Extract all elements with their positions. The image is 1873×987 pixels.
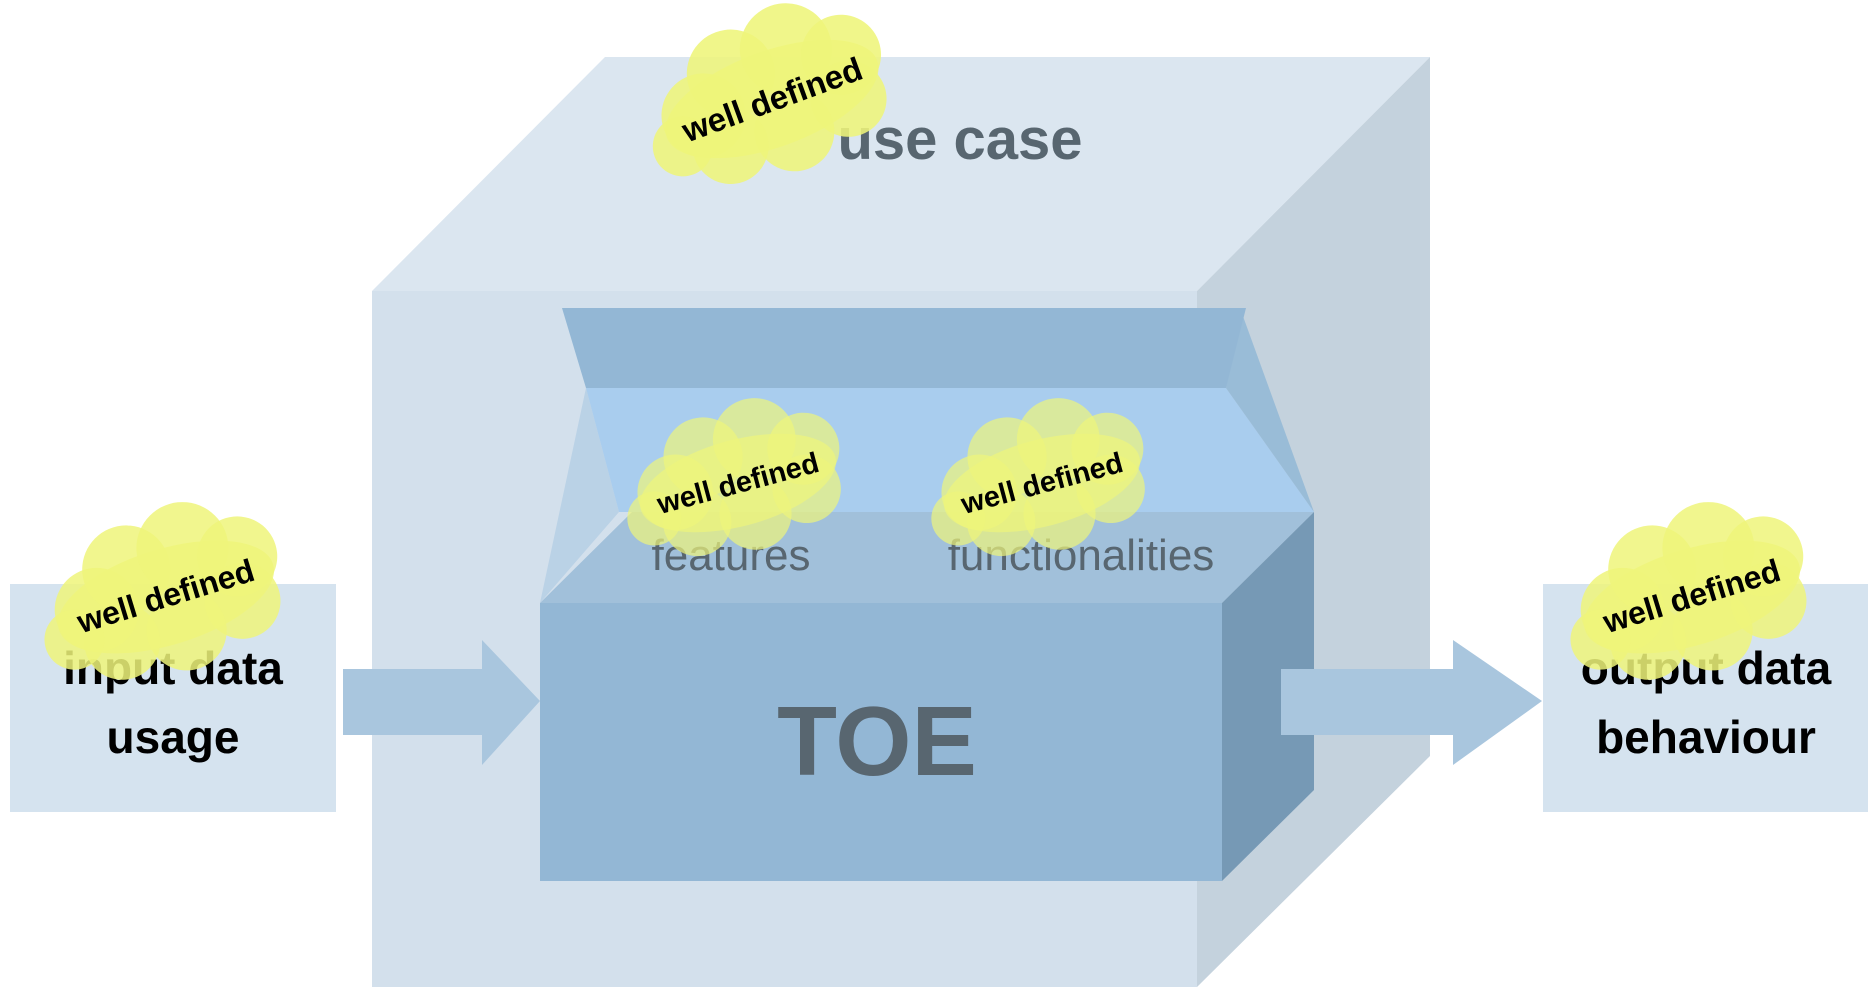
- use-case-cube-top: [372, 57, 1430, 291]
- toe-box: [540, 308, 1314, 881]
- cloud-features: well defined: [604, 378, 861, 582]
- toe-lid-left-flap: [540, 388, 619, 603]
- cloud-use-case: well defined: [619, 0, 912, 217]
- input-label-line2: usage: [107, 711, 240, 763]
- toe-box-front: [540, 603, 1222, 881]
- toe-box-side: [1222, 512, 1314, 881]
- cloud-input: well defined: [15, 477, 304, 710]
- output-label-line2: behaviour: [1596, 711, 1816, 763]
- cloud-functionalities: well defined: [908, 378, 1165, 582]
- cloud-output: well defined: [1541, 477, 1830, 710]
- output-arrow: [1281, 640, 1542, 765]
- input-arrow: [343, 640, 540, 765]
- toe-lid: [562, 308, 1246, 388]
- toe-lid-side-flap: [1226, 308, 1314, 512]
- toe-label: TOE: [777, 686, 977, 796]
